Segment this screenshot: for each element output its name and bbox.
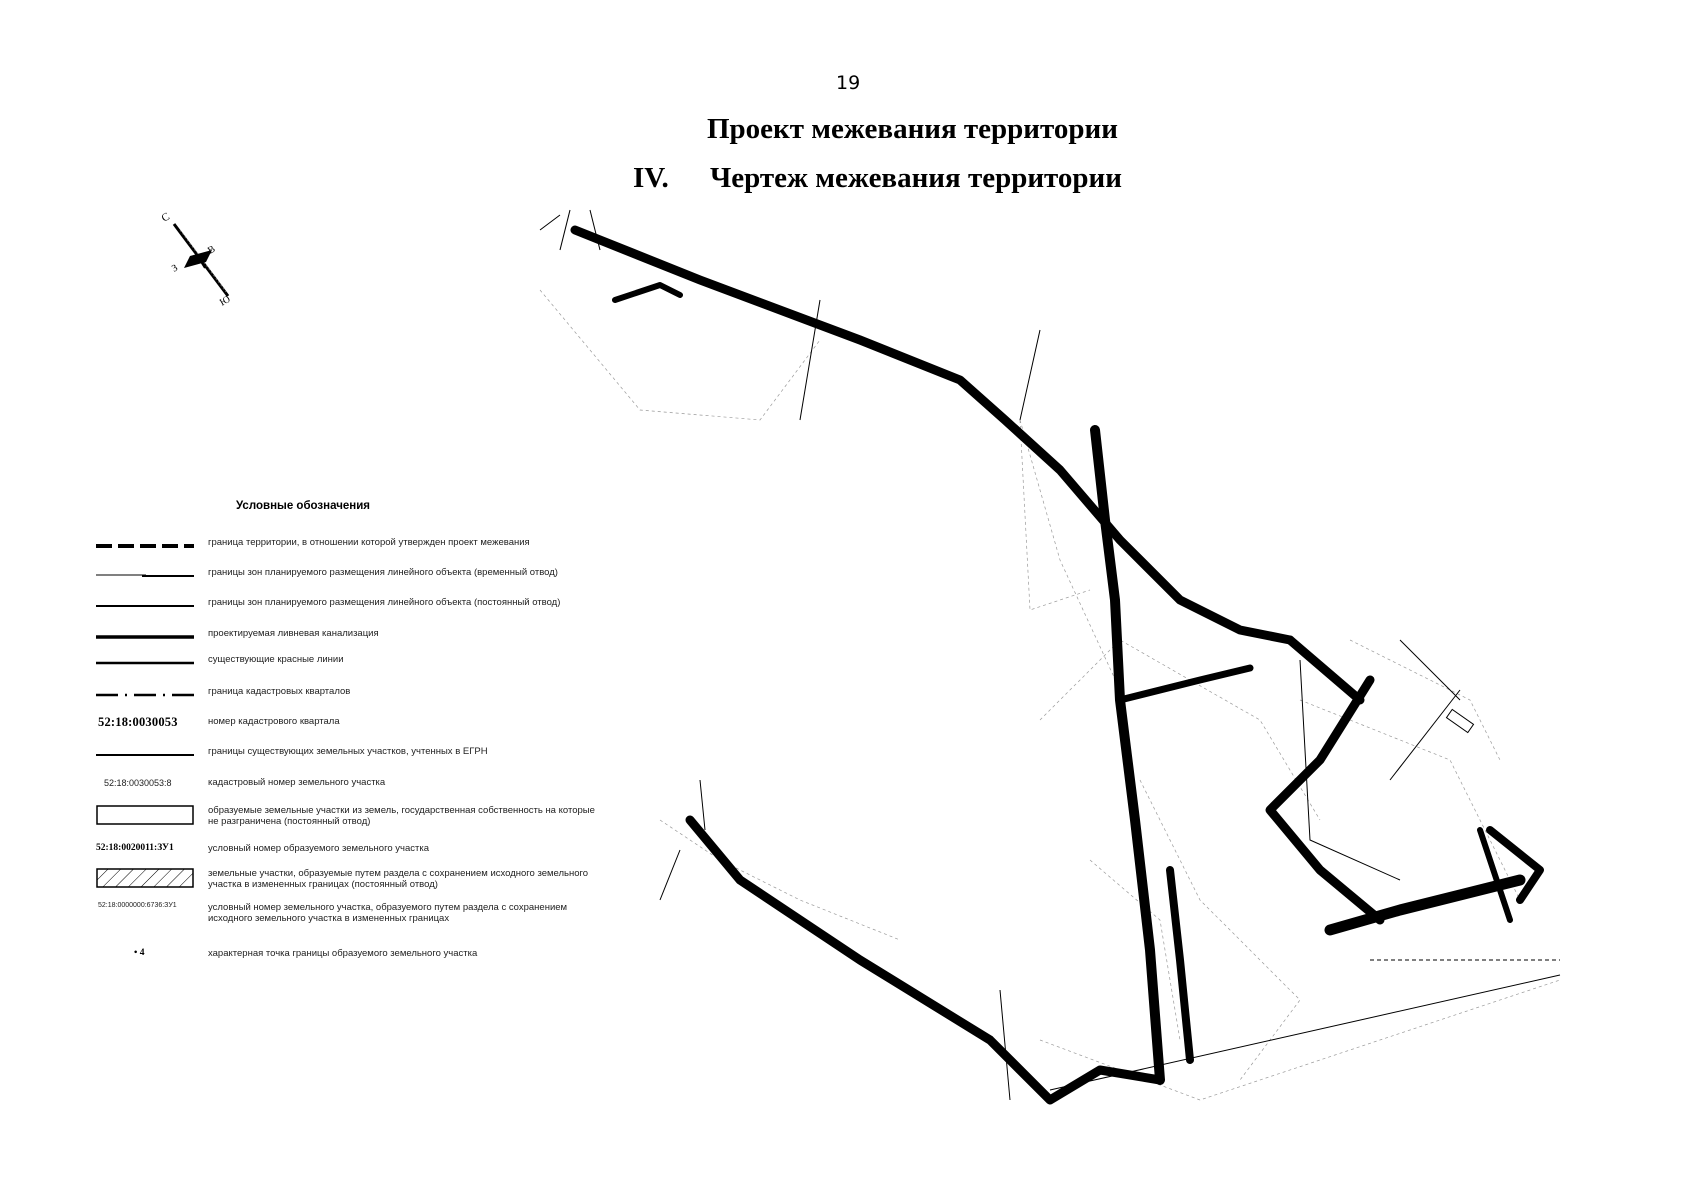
hatched-rectangle-icon <box>96 868 194 888</box>
legend-item-boundary-point: • 4 характерная точка границы образуемог… <box>134 948 478 959</box>
compass-icon: С В З Ю <box>160 211 233 309</box>
legend-title: Условные обозначения <box>236 500 371 512</box>
legend-item-quarter-number: 52:18:0030053 номер кадастрового квартал… <box>98 715 340 729</box>
legend-item-split-parcels: земельные участки, образуемые путем разд… <box>96 868 616 894</box>
section-title: Чертеж межевания территории <box>710 162 1122 194</box>
compass-south-label: Ю <box>218 294 232 309</box>
red-lines-icon <box>96 661 194 665</box>
legend-item-storm-sewer: проектируемая ливневая канализация <box>96 628 616 650</box>
thick-dashed-line-icon <box>96 544 194 548</box>
legend-item-existing-parcels: границы существующих земельных участков,… <box>96 746 616 768</box>
compass-west-label: З <box>170 263 180 275</box>
thin-solid-line-icon <box>96 574 194 577</box>
legend-item-permanent-zone: границы зон планируемого размещения лине… <box>96 597 616 619</box>
compass-north-label: С <box>160 211 172 225</box>
compass-east-label: В <box>206 244 218 257</box>
thick-solid-line-icon <box>96 635 194 639</box>
legend-item-new-state-parcels: образуемые земельные участки из земель, … <box>96 805 616 831</box>
storm-sewer-network <box>570 225 1544 1105</box>
section-heading: IV. Чертеж межевания территории <box>633 162 1122 195</box>
solid-line-icon <box>96 754 194 756</box>
red-lines <box>559 209 1561 1101</box>
legend-item-parcel-number: 52:18:0030053:8 кадастровый номер земель… <box>104 777 386 788</box>
medium-solid-line-icon <box>96 605 194 607</box>
cadastral-map <box>539 209 1561 1105</box>
empty-rectangle-icon <box>96 805 194 825</box>
parcel-boundaries <box>539 289 1561 1101</box>
legend-item-new-parcel-number: 52:18:0020011:ЗУ1 условный номер образуе… <box>96 843 429 854</box>
document-title: Проект межевания территории <box>707 113 1118 145</box>
legend-item-temporary-zone: границы зон планируемого размещения лине… <box>96 567 616 589</box>
legend-item-red-lines: существующие красные линии <box>96 654 616 676</box>
map-detail <box>539 209 1560 961</box>
page-number: 19 <box>836 72 861 94</box>
section-number: IV. <box>633 162 669 194</box>
legend-item-split-parcel-number: 52:18:0000000:6736:ЗУ1 условный номер зе… <box>98 902 568 924</box>
legend-item-territory-boundary: граница территории, в отношении которой … <box>96 537 616 559</box>
dash-dot-line-icon <box>96 693 194 697</box>
legend-item-cadastral-boundary: граница кадастровых кварталов <box>96 686 616 708</box>
